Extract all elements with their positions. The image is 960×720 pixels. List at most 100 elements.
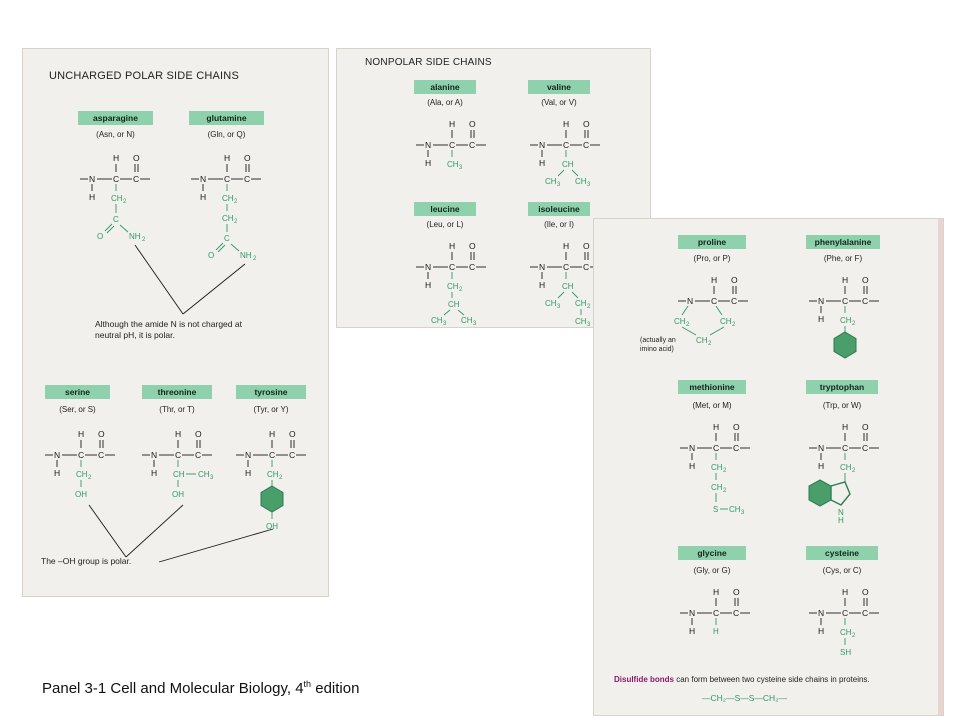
svg-text:3: 3 bbox=[587, 322, 591, 328]
svg-text:C: C bbox=[289, 450, 295, 460]
abbr-asparagine: (Asn, or N) bbox=[96, 130, 135, 139]
svg-text:2: 2 bbox=[142, 237, 146, 243]
svg-text:CH: CH bbox=[840, 316, 852, 325]
svg-text:C: C bbox=[113, 215, 119, 224]
svg-text:C: C bbox=[733, 443, 739, 453]
svg-text:O: O bbox=[469, 241, 476, 251]
svg-text:CH: CH bbox=[111, 194, 123, 203]
svg-text:CH: CH bbox=[545, 177, 557, 186]
svg-text:C: C bbox=[862, 608, 868, 618]
svg-text:C: C bbox=[862, 296, 868, 306]
svg-text:N: N bbox=[689, 608, 695, 618]
svg-text:CH: CH bbox=[720, 317, 732, 326]
svg-text:N: N bbox=[838, 508, 844, 517]
svg-text:H: H bbox=[563, 241, 569, 251]
svg-text:SH: SH bbox=[840, 648, 851, 657]
svg-text:C: C bbox=[733, 608, 739, 618]
svg-text:OH: OH bbox=[172, 490, 184, 499]
label-methionine: methionine bbox=[678, 380, 746, 394]
label-threonine: threonine bbox=[142, 385, 212, 399]
svg-text:CH: CH bbox=[76, 470, 88, 479]
nonpolar-side-chains-panel-bottom: proline (Pro, or P) phenylalanine (Phe, … bbox=[593, 218, 944, 716]
svg-text:H: H bbox=[449, 241, 455, 251]
abbr-glycine: (Gly, or G) bbox=[693, 566, 731, 575]
svg-text:H: H bbox=[151, 468, 157, 478]
svg-text:N: N bbox=[539, 262, 545, 272]
svg-text:H: H bbox=[818, 314, 824, 324]
svg-text:H: H bbox=[689, 626, 695, 636]
label-tyrosine: tyrosine bbox=[236, 385, 306, 399]
svg-text:CH: CH bbox=[461, 316, 473, 325]
svg-text:H: H bbox=[224, 153, 230, 163]
svg-text:3: 3 bbox=[473, 321, 477, 327]
polar-panel-title: UNCHARGED POLAR SIDE CHAINS bbox=[49, 70, 239, 82]
svg-text:O: O bbox=[583, 119, 590, 129]
svg-text:H: H bbox=[449, 119, 455, 129]
abbr-serine: (Ser, or S) bbox=[59, 405, 96, 414]
svg-text:CH: CH bbox=[729, 505, 741, 514]
abbr-phenylalanine: (Phe, or F) bbox=[823, 254, 863, 263]
svg-text:C: C bbox=[711, 296, 717, 306]
label-asparagine: asparagine bbox=[78, 111, 153, 125]
svg-text:H: H bbox=[245, 468, 251, 478]
svg-text:2: 2 bbox=[279, 475, 283, 481]
svg-text:H: H bbox=[842, 587, 848, 597]
svg-text:2: 2 bbox=[852, 633, 856, 639]
svg-text:N: N bbox=[689, 443, 695, 453]
svg-text:2: 2 bbox=[459, 287, 463, 293]
label-glutamine: glutamine bbox=[189, 111, 264, 125]
label-glycine: glycine bbox=[678, 546, 746, 560]
svg-text:H: H bbox=[689, 461, 695, 471]
svg-text:H: H bbox=[711, 275, 717, 285]
svg-text:O: O bbox=[98, 429, 105, 439]
disulfide-formula: —CH₂—S—S—CH₂— bbox=[702, 693, 787, 703]
svg-text:C: C bbox=[195, 450, 201, 460]
svg-text:C: C bbox=[78, 450, 84, 460]
abbr-proline: (Pro, or P) bbox=[693, 254, 731, 263]
svg-text:N: N bbox=[687, 296, 693, 306]
svg-text:H: H bbox=[563, 119, 569, 129]
svg-text:H: H bbox=[539, 158, 545, 168]
label-proline: proline bbox=[678, 235, 746, 249]
svg-text:N: N bbox=[54, 450, 60, 460]
svg-text:2: 2 bbox=[708, 341, 712, 347]
svg-text:O: O bbox=[133, 153, 140, 163]
svg-text:2: 2 bbox=[234, 199, 238, 205]
svg-text:N: N bbox=[89, 174, 95, 184]
svg-text:C: C bbox=[175, 450, 181, 460]
svg-text:O: O bbox=[862, 587, 869, 597]
svg-text:H: H bbox=[54, 468, 60, 478]
svg-text:C: C bbox=[842, 296, 848, 306]
svg-text:C: C bbox=[862, 443, 868, 453]
label-phenylalanine: phenylalanine bbox=[806, 235, 880, 249]
abbr-cysteine: (Cys, or C) bbox=[822, 566, 862, 575]
svg-text:C: C bbox=[469, 262, 475, 272]
svg-text:C: C bbox=[244, 174, 250, 184]
svg-text:C: C bbox=[713, 443, 719, 453]
svg-text:3: 3 bbox=[587, 182, 591, 188]
oh-pointer-lines bbox=[88, 504, 274, 563]
svg-text:H: H bbox=[818, 626, 824, 636]
svg-text:N: N bbox=[245, 450, 251, 460]
svg-text:H: H bbox=[818, 461, 824, 471]
polar-side-chains-panel: UNCHARGED POLAR SIDE CHAINS asparagine (… bbox=[22, 48, 329, 597]
svg-text:2: 2 bbox=[723, 488, 727, 494]
abbr-tryptophan: (Trp, or W) bbox=[822, 401, 862, 410]
svg-text:N: N bbox=[818, 443, 824, 453]
svg-text:C: C bbox=[224, 174, 230, 184]
svg-text:CH: CH bbox=[447, 160, 459, 169]
svg-text:CH: CH bbox=[711, 483, 723, 492]
svg-text:H: H bbox=[842, 275, 848, 285]
svg-text:O: O bbox=[733, 587, 740, 597]
svg-text:C: C bbox=[98, 450, 104, 460]
svg-text:2: 2 bbox=[88, 475, 92, 481]
svg-text:C: C bbox=[583, 140, 589, 150]
abbr-methionine: (Met, or M) bbox=[692, 401, 732, 410]
svg-text:N: N bbox=[425, 140, 431, 150]
